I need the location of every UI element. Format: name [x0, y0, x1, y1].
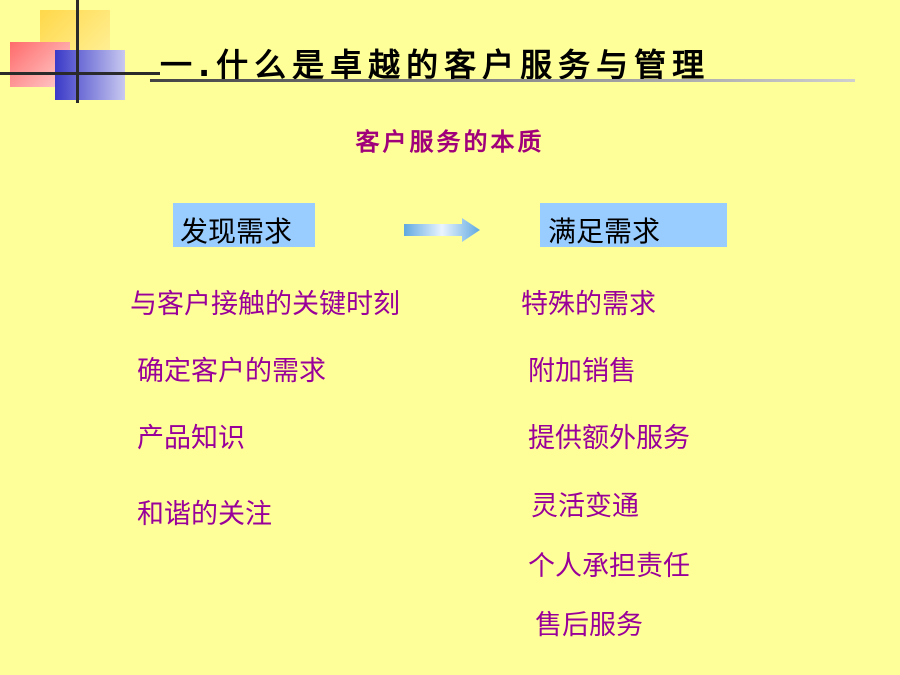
left-item: 和谐的关注	[137, 499, 272, 530]
right-item: 提供额外服务	[528, 423, 690, 454]
right-item: 附加销售	[528, 356, 636, 387]
left-item: 产品知识	[137, 423, 245, 454]
slide-subtitle: 客户服务的本质	[355, 128, 545, 156]
decor-horizontal-line	[0, 72, 160, 75]
decor-vertical-line	[76, 0, 79, 103]
decor-blue-square	[55, 50, 125, 100]
slide-title: 一.什么是卓越的客户服务与管理	[160, 46, 711, 84]
left-item: 确定客户的需求	[137, 356, 326, 387]
discover-needs-box: 发现需求	[173, 203, 315, 247]
right-item: 售后服务	[535, 610, 643, 641]
right-item: 特殊的需求	[521, 289, 656, 320]
title-underline	[150, 79, 855, 82]
meet-needs-box: 满足需求	[540, 203, 727, 247]
left-item: 与客户接触的关键时刻	[130, 289, 400, 320]
right-item: 个人承担责任	[528, 551, 690, 582]
right-arrow-icon	[404, 218, 480, 242]
right-item: 灵活变通	[531, 491, 639, 522]
